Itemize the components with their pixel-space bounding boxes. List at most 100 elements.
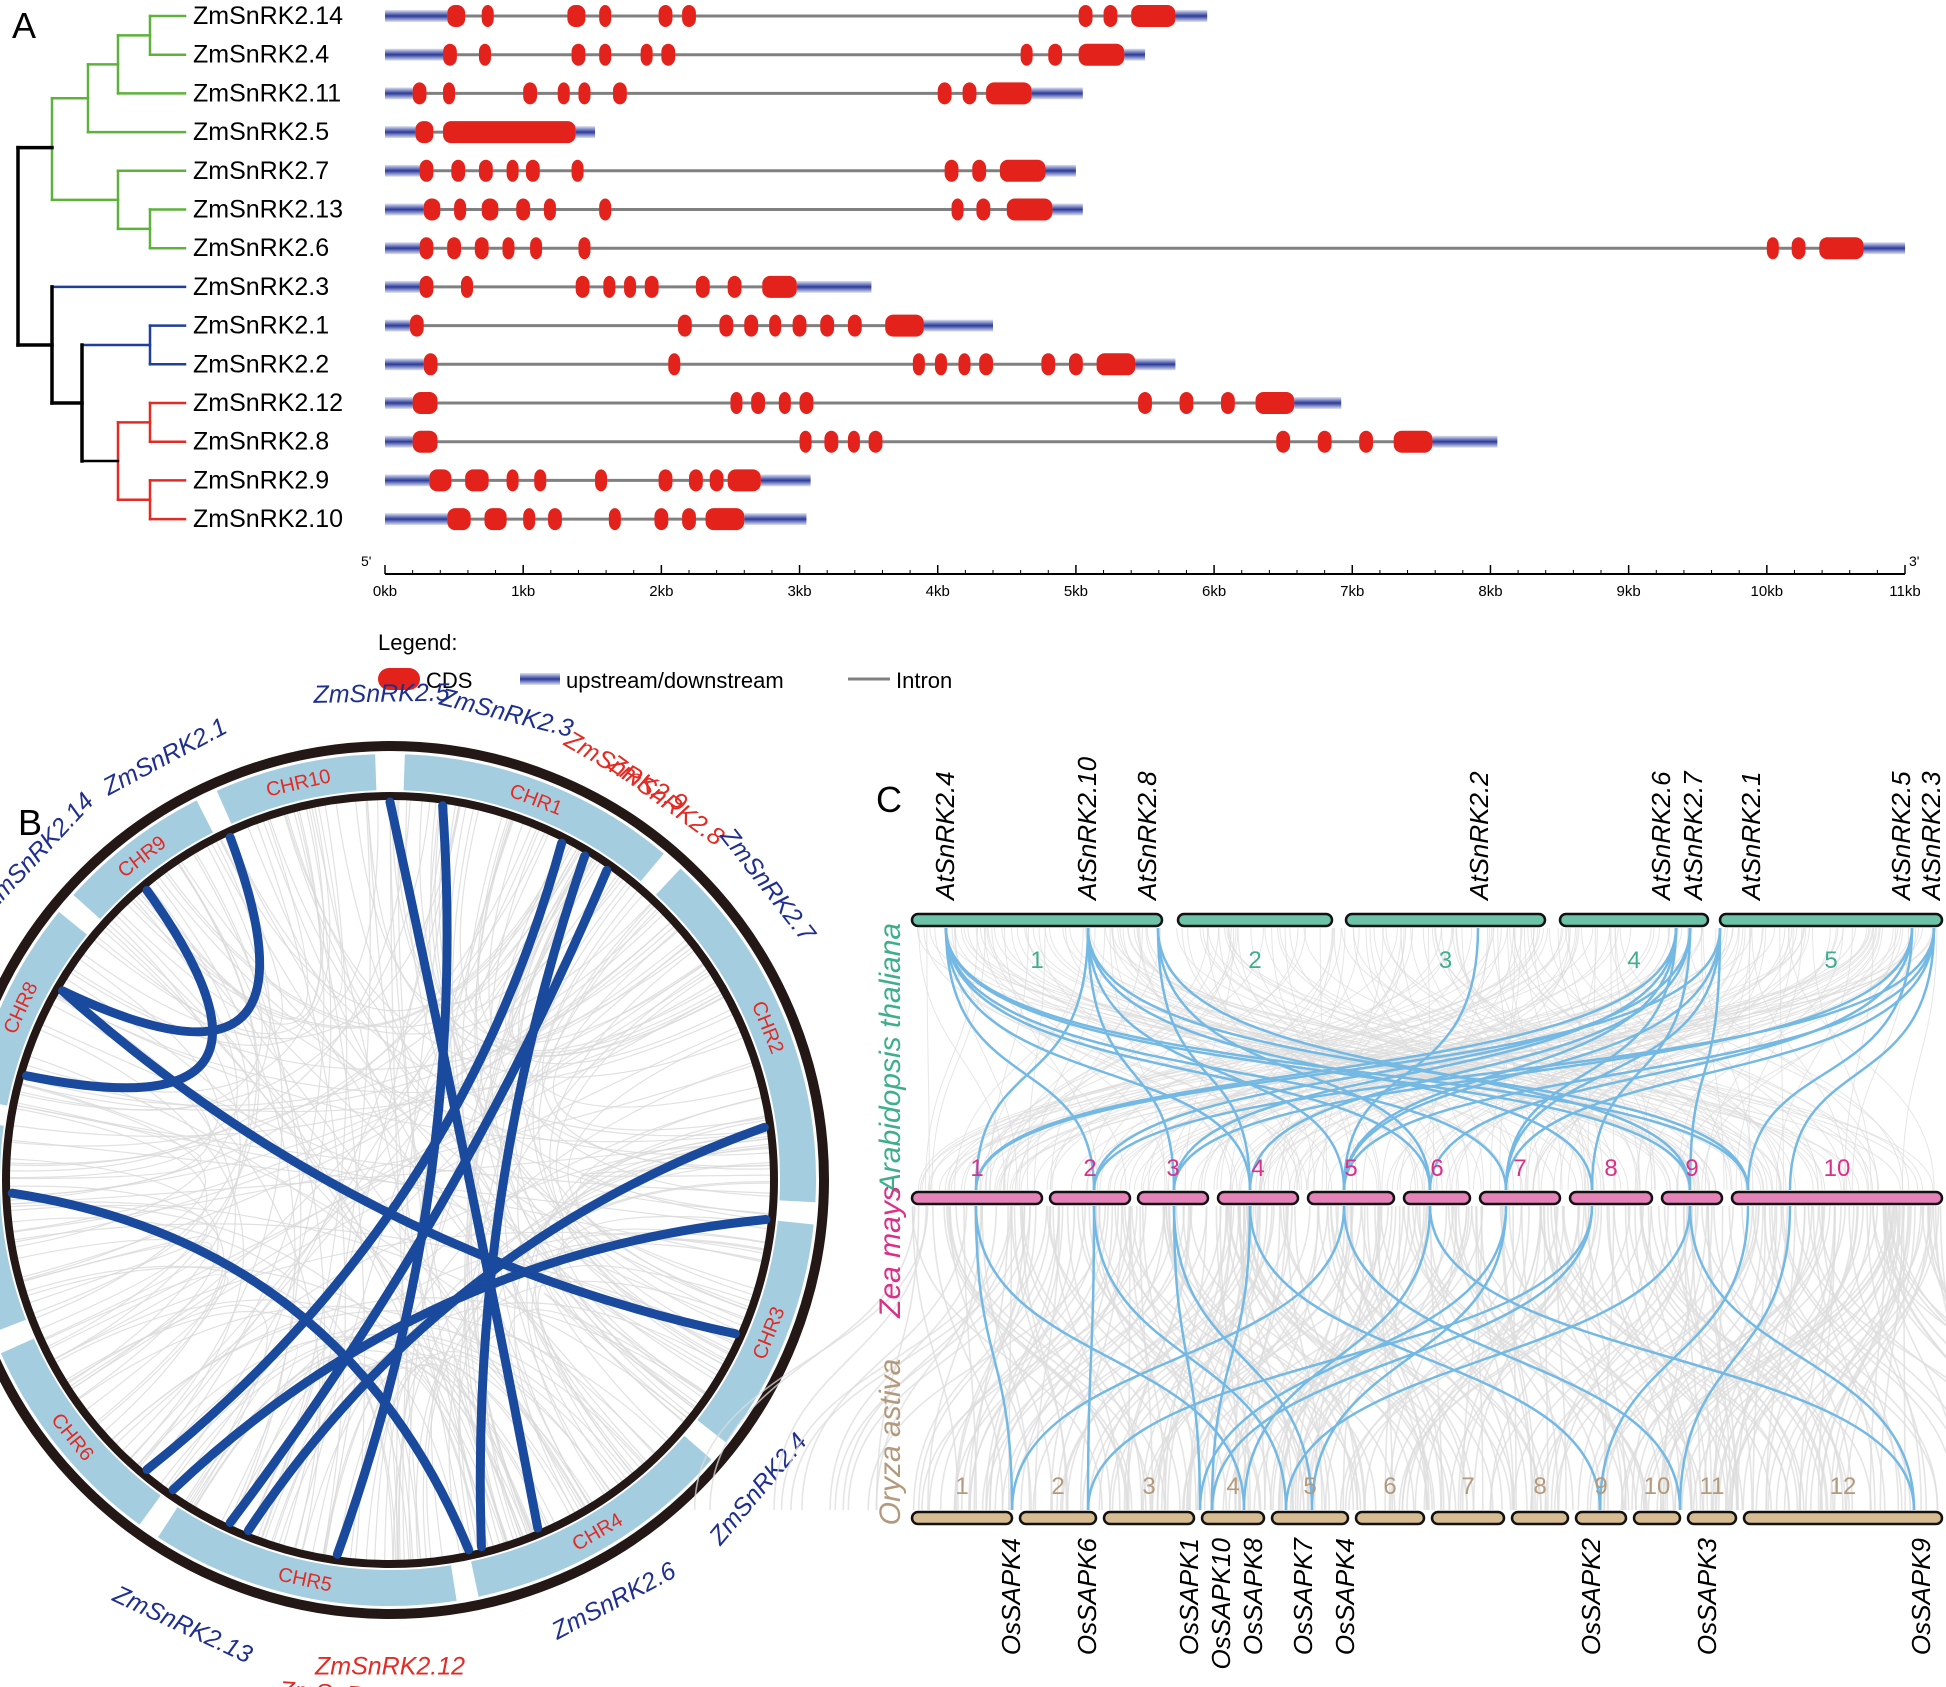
- background-link: [1527, 927, 1598, 1191]
- background-link: [311, 1368, 399, 1562]
- gene-name: ZmSnRK2.7: [193, 157, 329, 185]
- background-link: [66, 918, 241, 1385]
- gene-row-ZmSnRK2.8: ZmSnRK2.8: [193, 428, 1498, 456]
- background-link: [1661, 1205, 1826, 1511]
- axis-tick-label: 3kb: [787, 583, 811, 600]
- background-link: [1112, 927, 1250, 1191]
- arabidopsis-gene-label: AtSnRK2.3: [1916, 771, 1946, 902]
- cds-exon: [506, 159, 519, 182]
- cds-exon: [599, 5, 612, 27]
- utr5-segment: [385, 397, 413, 409]
- syntenic-link: [243, 1122, 769, 1535]
- gene-label: ZmSnRK2.13: [108, 1580, 257, 1669]
- syntenic-link: [1156, 927, 1432, 1191]
- species-label-rice: Oryza astiva: [874, 1359, 907, 1526]
- syntenic-link: [1086, 927, 1176, 1191]
- background-link: [923, 927, 1308, 1191]
- background-link: [173, 942, 690, 1496]
- syntenic-link: [1172, 927, 1914, 1191]
- chromosome-block: [403, 754, 664, 882]
- background-link: [1013, 1205, 1069, 1511]
- background-link: [1489, 1205, 1603, 1511]
- background-link: [1639, 1205, 1802, 1511]
- axis-tick-label: 1kb: [511, 583, 535, 600]
- syntenic-link: [58, 986, 740, 1339]
- gene-label: ZmSnRK2.12: [314, 1653, 465, 1681]
- rice-chromosome-number: 7: [1461, 1473, 1474, 1500]
- cds-exon: [1255, 392, 1295, 414]
- syntenic-link: [1210, 1205, 1594, 1511]
- cds-exon: [778, 392, 791, 414]
- background-link: [1934, 1205, 1946, 1314]
- cds-exon: [599, 43, 612, 66]
- background-link: [1181, 1205, 1428, 1511]
- background-link: [985, 1205, 1060, 1511]
- syntenic-link: [1688, 927, 1722, 1191]
- background-link: [389, 797, 422, 1561]
- syntenic-link: [1342, 927, 1722, 1191]
- arabidopsis-chromosome-bar: [1344, 912, 1547, 928]
- background-link: [955, 1205, 1037, 1511]
- background-link: [1349, 1205, 1442, 1511]
- background-link: [1606, 1205, 1693, 1511]
- cds-exon: [682, 5, 696, 27]
- background-link: [101, 928, 509, 1544]
- gene-label: ZmSnRK2.10: [277, 1676, 430, 1687]
- background-link: [65, 1304, 268, 1508]
- cds-exon: [682, 508, 696, 531]
- background-link: [52, 884, 250, 1361]
- arabidopsis-gene-label: AtSnRK2.6: [1646, 771, 1676, 902]
- maize-chromosome-number: 6: [1430, 1155, 1443, 1182]
- background-link: [293, 818, 515, 1550]
- background-link: [921, 1205, 1166, 1511]
- background-link: [1714, 1205, 1724, 1511]
- cds-exon: [751, 392, 765, 414]
- gene-row-ZmSnRK2.12: ZmSnRK2.12: [193, 389, 1342, 417]
- background-link: [1752, 1205, 1939, 1511]
- gene-row-ZmSnRK2.14: ZmSnRK2.14: [193, 2, 1208, 30]
- background-link: [1007, 1205, 1013, 1511]
- background-link: [10, 1139, 769, 1230]
- rice-chromosome-bar: [1510, 1510, 1570, 1526]
- syntenic-link: [1086, 1205, 1096, 1511]
- cds-exon: [654, 508, 669, 531]
- utr3-segment: [1863, 242, 1905, 255]
- chromosome-block: [216, 754, 377, 824]
- background-link: [1540, 927, 1790, 1191]
- background-link: [1500, 1205, 1533, 1511]
- background-link: [984, 927, 1237, 1191]
- cds-exon: [709, 469, 724, 492]
- cds-exon: [412, 430, 438, 453]
- background-link: [65, 977, 534, 1535]
- background-link: [1282, 1205, 1494, 1511]
- utr5-segment: [385, 319, 410, 332]
- background-link: [163, 872, 653, 1035]
- cds-exon: [976, 198, 991, 221]
- syntenic-link: [974, 927, 1090, 1191]
- circos-plot: CHR1CHR2CHR3CHR4CHR5CHR6CHR7CHR8CHR9CHR1…: [0, 678, 829, 1687]
- gene-row-ZmSnRK2.6: ZmSnRK2.6: [193, 234, 1905, 262]
- rice-gene-label: OsSAPK9: [1906, 1538, 1936, 1655]
- background-link: [1724, 1205, 1859, 1511]
- background-link: [963, 927, 1455, 1191]
- cds-exon: [557, 82, 570, 105]
- syntenic-link: [475, 851, 590, 1552]
- utr3-segment: [1031, 87, 1083, 100]
- background-link: [1139, 1205, 1154, 1511]
- background-link: [1165, 1205, 1396, 1511]
- maize-chromosome-number: 7: [1513, 1155, 1526, 1182]
- cds-exon: [443, 43, 457, 66]
- syntenic-link: [944, 927, 1432, 1191]
- background-link: [1001, 927, 1671, 1191]
- utr5-segment: [385, 280, 420, 293]
- cds-exon: [419, 159, 434, 182]
- background-link: [184, 1345, 298, 1523]
- background-link: [24, 1265, 397, 1562]
- cds-exon: [1103, 5, 1118, 27]
- background-link: [1384, 1205, 1401, 1511]
- cds-exon: [447, 5, 466, 27]
- background-link: [55, 993, 321, 1552]
- background-link: [1127, 1205, 1131, 1511]
- rice-gene-label: OsSAPK4: [1330, 1538, 1360, 1655]
- background-link: [1643, 1205, 1890, 1511]
